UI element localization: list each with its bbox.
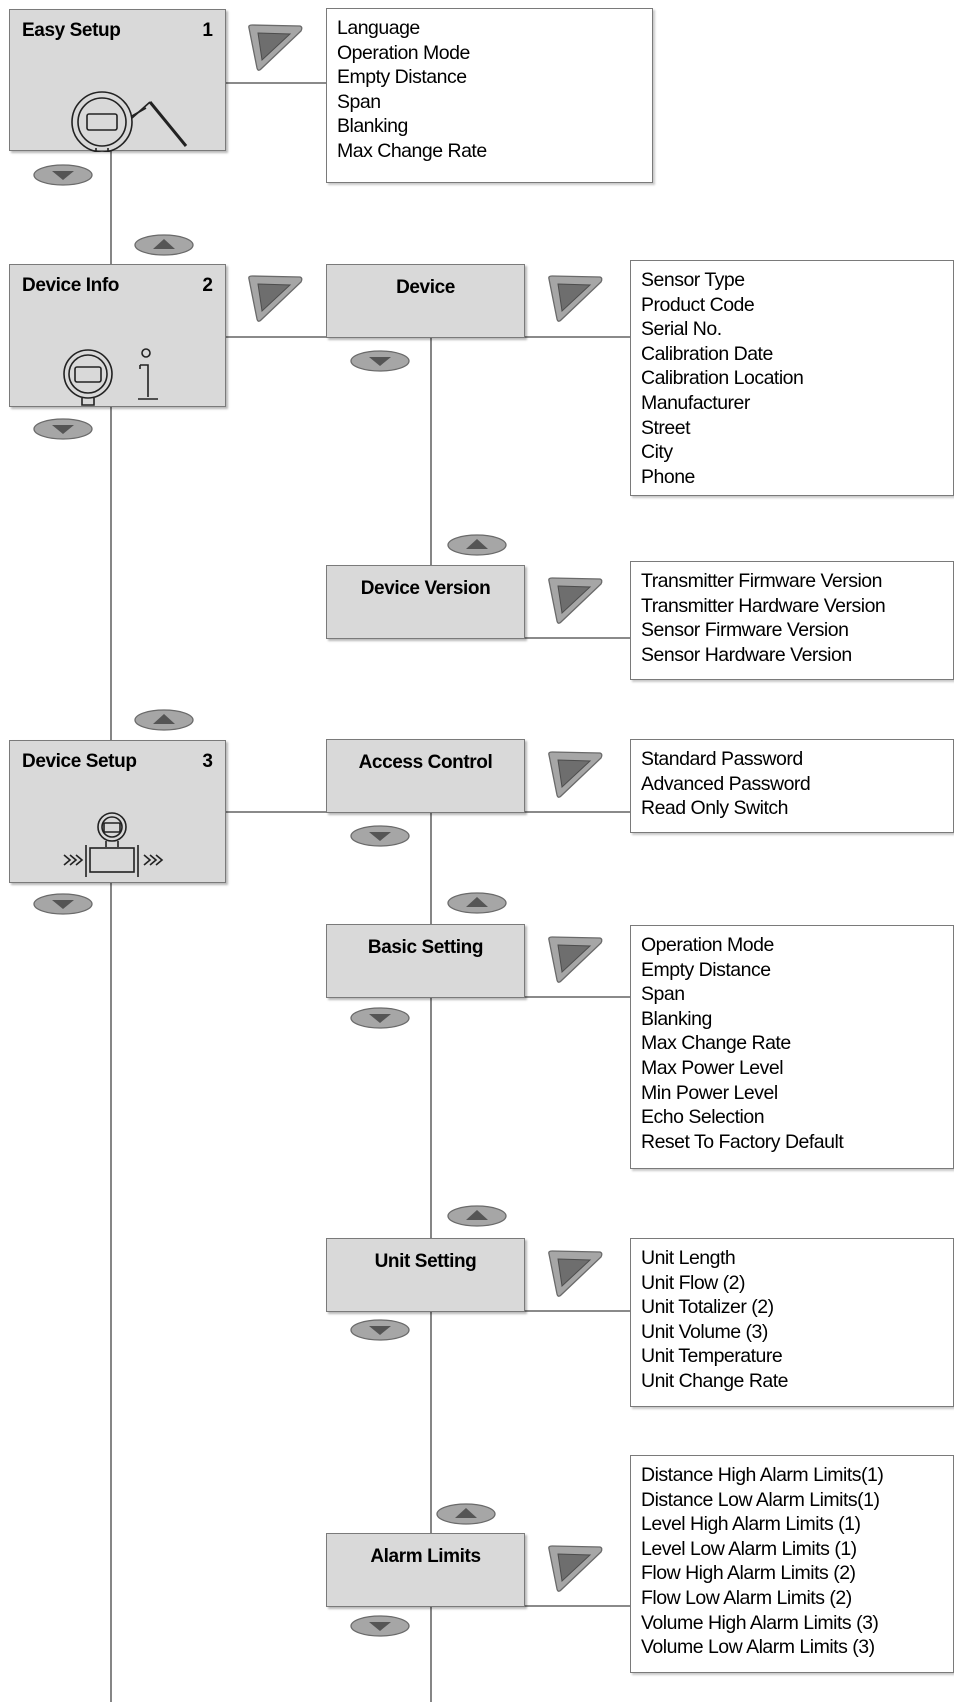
- parameter-list-unit-setting: Unit Length Unit Flow (2) Unit Totalizer…: [630, 1238, 954, 1407]
- up-key-icon[interactable]: [133, 231, 195, 257]
- list-item[interactable]: Sensor Firmware Version: [641, 619, 849, 642]
- list-item[interactable]: Flow High Alarm Limits (2): [641, 1562, 856, 1585]
- list-item[interactable]: Read Only Switch: [641, 797, 788, 820]
- list-item[interactable]: Serial No.: [641, 318, 722, 341]
- list-item[interactable]: Unit Volume (3): [641, 1320, 768, 1343]
- submenu-device[interactable]: Device: [326, 264, 525, 338]
- list-item[interactable]: Volume High Alarm Limits (3): [641, 1611, 879, 1634]
- menu-number: 2: [202, 275, 213, 296]
- menu-number: 3: [202, 751, 213, 772]
- list-item[interactable]: Operation Mode: [641, 934, 774, 956]
- right-key-icon[interactable]: [546, 1250, 604, 1298]
- list-item[interactable]: Unit Flow (2): [641, 1271, 746, 1294]
- right-key-icon[interactable]: [546, 1545, 604, 1593]
- list-item[interactable]: Max Power Level: [641, 1056, 784, 1079]
- list-item[interactable]: Phone: [641, 465, 695, 488]
- right-key-icon[interactable]: [546, 936, 604, 984]
- list-item[interactable]: Level Low Alarm Limits (1): [641, 1537, 857, 1560]
- list-item[interactable]: Unit Totalizer (2): [641, 1296, 774, 1319]
- parameter-list-device: Sensor Type Product Code Serial No. Cali…: [630, 260, 954, 496]
- list-item[interactable]: Span: [337, 90, 381, 113]
- down-key-icon[interactable]: [349, 1614, 411, 1640]
- list-item[interactable]: Calibration Date: [641, 342, 773, 365]
- menu-easy-setup[interactable]: Easy Setup 1: [9, 9, 226, 152]
- list-item[interactable]: Max Change Rate: [337, 139, 487, 162]
- wireless-transmitter-icon: [71, 91, 188, 152]
- menu-title: Device Setup: [22, 751, 137, 772]
- list-item[interactable]: Standard Password: [641, 748, 803, 770]
- submenu-basic-setting[interactable]: Basic Setting: [326, 924, 525, 998]
- list-item[interactable]: Transmitter Firmware Version: [641, 570, 883, 592]
- menu-device-setup[interactable]: Device Setup 3: [9, 740, 226, 883]
- list-item[interactable]: Unit Length: [641, 1247, 736, 1269]
- menu-device-info[interactable]: Device Info 2: [9, 264, 226, 407]
- up-key-icon[interactable]: [133, 706, 195, 732]
- list-item[interactable]: Distance High Alarm Limits(1): [641, 1464, 884, 1486]
- list-item[interactable]: Min Power Level: [641, 1081, 778, 1104]
- down-key-icon[interactable]: [349, 1006, 411, 1032]
- submenu-device-version[interactable]: Device Version: [326, 565, 525, 639]
- list-item[interactable]: Product Code: [641, 293, 755, 316]
- list-item[interactable]: Manufacturer: [641, 391, 750, 414]
- right-key-icon[interactable]: [546, 275, 604, 323]
- list-item[interactable]: Distance Low Alarm Limits(1): [641, 1488, 880, 1511]
- menu-title: Easy Setup: [22, 20, 121, 41]
- list-item[interactable]: Blanking: [337, 115, 408, 138]
- list-item[interactable]: Advanced Password: [641, 772, 811, 795]
- list-item[interactable]: Reset To Factory Default: [641, 1130, 844, 1153]
- right-key-icon[interactable]: [246, 275, 304, 323]
- device-info-icon: [63, 348, 158, 406]
- down-key-icon[interactable]: [349, 824, 411, 850]
- right-key-icon[interactable]: [546, 577, 604, 625]
- right-key-icon[interactable]: [246, 24, 304, 72]
- down-key-icon[interactable]: [349, 349, 411, 375]
- parameter-list-easy-setup: Language Operation Mode Empty Distance S…: [326, 8, 653, 183]
- list-item[interactable]: Sensor Type: [641, 269, 745, 291]
- list-item[interactable]: Unit Change Rate: [641, 1369, 789, 1392]
- down-key-icon[interactable]: [32, 892, 94, 918]
- list-item[interactable]: Empty Distance: [337, 66, 467, 89]
- list-item[interactable]: Max Change Rate: [641, 1032, 791, 1055]
- list-item[interactable]: Sensor Hardware Version: [641, 643, 852, 666]
- list-item[interactable]: City: [641, 441, 673, 464]
- submenu-access-control[interactable]: Access Control: [326, 739, 525, 813]
- up-key-icon[interactable]: [446, 1202, 508, 1228]
- list-item[interactable]: Blanking: [641, 1007, 712, 1030]
- list-item[interactable]: Span: [641, 983, 685, 1006]
- submenu-alarm-limits[interactable]: Alarm Limits: [326, 1533, 525, 1607]
- down-key-icon[interactable]: [32, 417, 94, 443]
- up-key-icon[interactable]: [446, 889, 508, 915]
- flow-meter-icon: [63, 812, 164, 877]
- list-item[interactable]: Volume Low Alarm Limits (3): [641, 1636, 875, 1659]
- parameter-list-access-control: Standard Password Advanced Password Read…: [630, 739, 954, 833]
- down-key-icon[interactable]: [349, 1318, 411, 1344]
- list-item[interactable]: Operation Mode: [337, 41, 470, 64]
- list-item[interactable]: Language: [337, 17, 420, 39]
- list-item[interactable]: Flow Low Alarm Limits (2): [641, 1586, 852, 1609]
- submenu-unit-setting[interactable]: Unit Setting: [326, 1238, 525, 1312]
- parameter-list-alarm-limits: Distance High Alarm Limits(1) Distance L…: [630, 1455, 954, 1673]
- up-key-icon[interactable]: [435, 1500, 497, 1526]
- parameter-list-basic-setting: Operation Mode Empty Distance Span Blank…: [630, 925, 954, 1169]
- menu-number: 1: [202, 20, 213, 41]
- parameter-list-device-version: Transmitter Firmware Version Transmitter…: [630, 561, 954, 680]
- list-item[interactable]: Empty Distance: [641, 958, 771, 981]
- list-item[interactable]: Unit Temperature: [641, 1345, 783, 1368]
- list-item[interactable]: Echo Selection: [641, 1106, 765, 1129]
- list-item[interactable]: Calibration Location: [641, 367, 804, 390]
- list-item[interactable]: Transmitter Hardware Version: [641, 594, 886, 617]
- right-key-icon[interactable]: [546, 751, 604, 799]
- menu-title: Device Info: [22, 275, 119, 296]
- down-key-icon[interactable]: [32, 163, 94, 189]
- list-item[interactable]: Street: [641, 416, 691, 439]
- list-item[interactable]: Level High Alarm Limits (1): [641, 1513, 861, 1536]
- up-key-icon[interactable]: [446, 531, 508, 557]
